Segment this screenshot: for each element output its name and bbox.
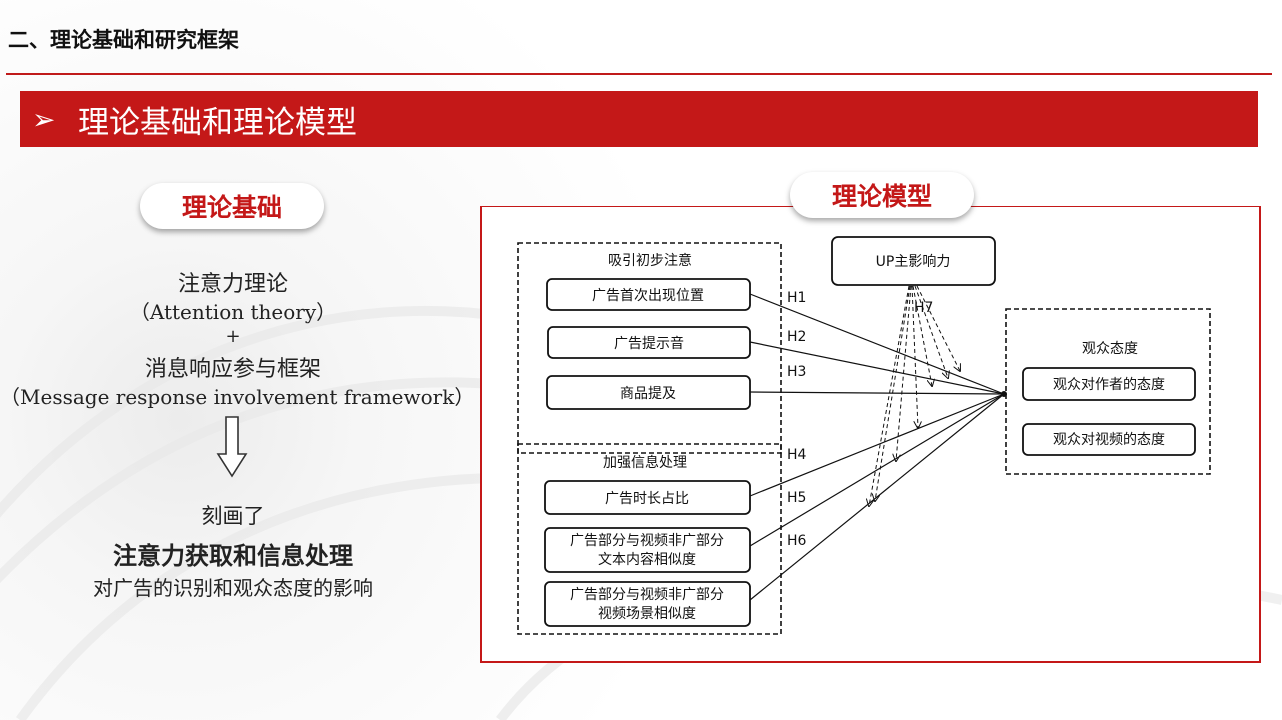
label-h1: H1 [787, 290, 806, 306]
item-text-similarity-line1: 广告部分与视频非广部分 [570, 533, 724, 549]
item-text-similarity-box [544, 527, 751, 573]
moderation-arrow-4 [911, 285, 918, 428]
effect-text: 对广告的识别和观众态度的影响 [93, 576, 373, 600]
outcome-author-box [1022, 367, 1196, 401]
processing-group-title: 加强信息处理 [603, 454, 687, 471]
item-prompt-sound: 广告提示音 [614, 335, 684, 352]
label-h7: H7 [914, 300, 933, 316]
label-h2: H2 [787, 329, 806, 345]
research-model-diagram: 吸引初步注意 广告首次出现位置 广告提示音 商品提及 加强信息处理 广告时长占比… [517, 236, 1211, 635]
label-h6: H6 [787, 533, 807, 549]
path-h4 [749, 393, 1005, 497]
section-title: 二、理论基础和研究框架 [8, 28, 239, 52]
mrif-en: （Message response involvement framework） [0, 385, 475, 409]
item-scene-similarity-line1: 广告部分与视频非广部分 [570, 587, 724, 603]
moderation-arrow-5 [896, 285, 912, 461]
mrif-cn: 消息响应参与框架 [144, 357, 321, 382]
focus-text: 注意力获取和信息处理 [113, 541, 353, 570]
item-scene-similarity-line2: 视频场景相似度 [598, 606, 696, 622]
attention-group-title: 吸引初步注意 [608, 252, 692, 269]
item-product-mention-box [546, 375, 751, 410]
path-h5 [749, 393, 1005, 547]
label-h5: H5 [787, 490, 806, 506]
title-divider [6, 73, 1272, 75]
item-prompt-sound-box [547, 326, 751, 359]
item-product-mention: 商品提及 [620, 386, 676, 402]
convergence-point [1001, 391, 1007, 397]
arrowhead-bullet-icon: ➢ [32, 102, 56, 136]
moderation-arrow-7 [869, 285, 910, 506]
path-h3 [749, 391, 1005, 395]
moderation-arrow-3 [912, 285, 932, 386]
path-h2 [749, 341, 1005, 395]
section-banner: ➢ 理论基础和理论模型 [20, 91, 1258, 147]
item-text-similarity-line2: 文本内容相似度 [598, 551, 696, 568]
moderation-arrow-1 [916, 285, 960, 371]
banner-title: 理论基础和理论模型 [78, 104, 357, 141]
outcome-author: 观众对作者的态度 [1053, 377, 1165, 393]
plus-sign: + [225, 326, 241, 347]
item-duration-ratio: 广告时长占比 [605, 491, 689, 507]
label-h3: H3 [787, 364, 806, 380]
theory-basis-pill: 理论基础 [140, 183, 324, 229]
moderator-box [831, 236, 996, 286]
attention-theory-cn: 注意力理论 [177, 272, 288, 297]
theory-model-pill: 理论模型 [790, 172, 974, 218]
attention-theory-en: （Attention theory） [129, 300, 337, 324]
item-duration-ratio-box [544, 480, 751, 515]
outcome-video: 观众对视频的态度 [1053, 432, 1165, 448]
hollow-down-arrow-icon [216, 416, 248, 478]
moderation-arrow-6 [875, 285, 911, 501]
item-first-position: 广告首次出现位置 [592, 288, 704, 304]
outcome-video-box [1022, 423, 1196, 456]
processing-group-box [517, 443, 782, 635]
carved-text: 刻画了 [201, 504, 265, 528]
path-h1 [749, 293, 1005, 395]
label-h4: H4 [787, 447, 807, 463]
item-scene-similarity-box [544, 581, 751, 627]
moderation-arrow-2 [914, 285, 948, 378]
item-first-position-box [546, 278, 751, 311]
moderator-label: UP主影响力 [876, 254, 951, 270]
outcome-group-title: 观众态度 [1082, 341, 1138, 357]
